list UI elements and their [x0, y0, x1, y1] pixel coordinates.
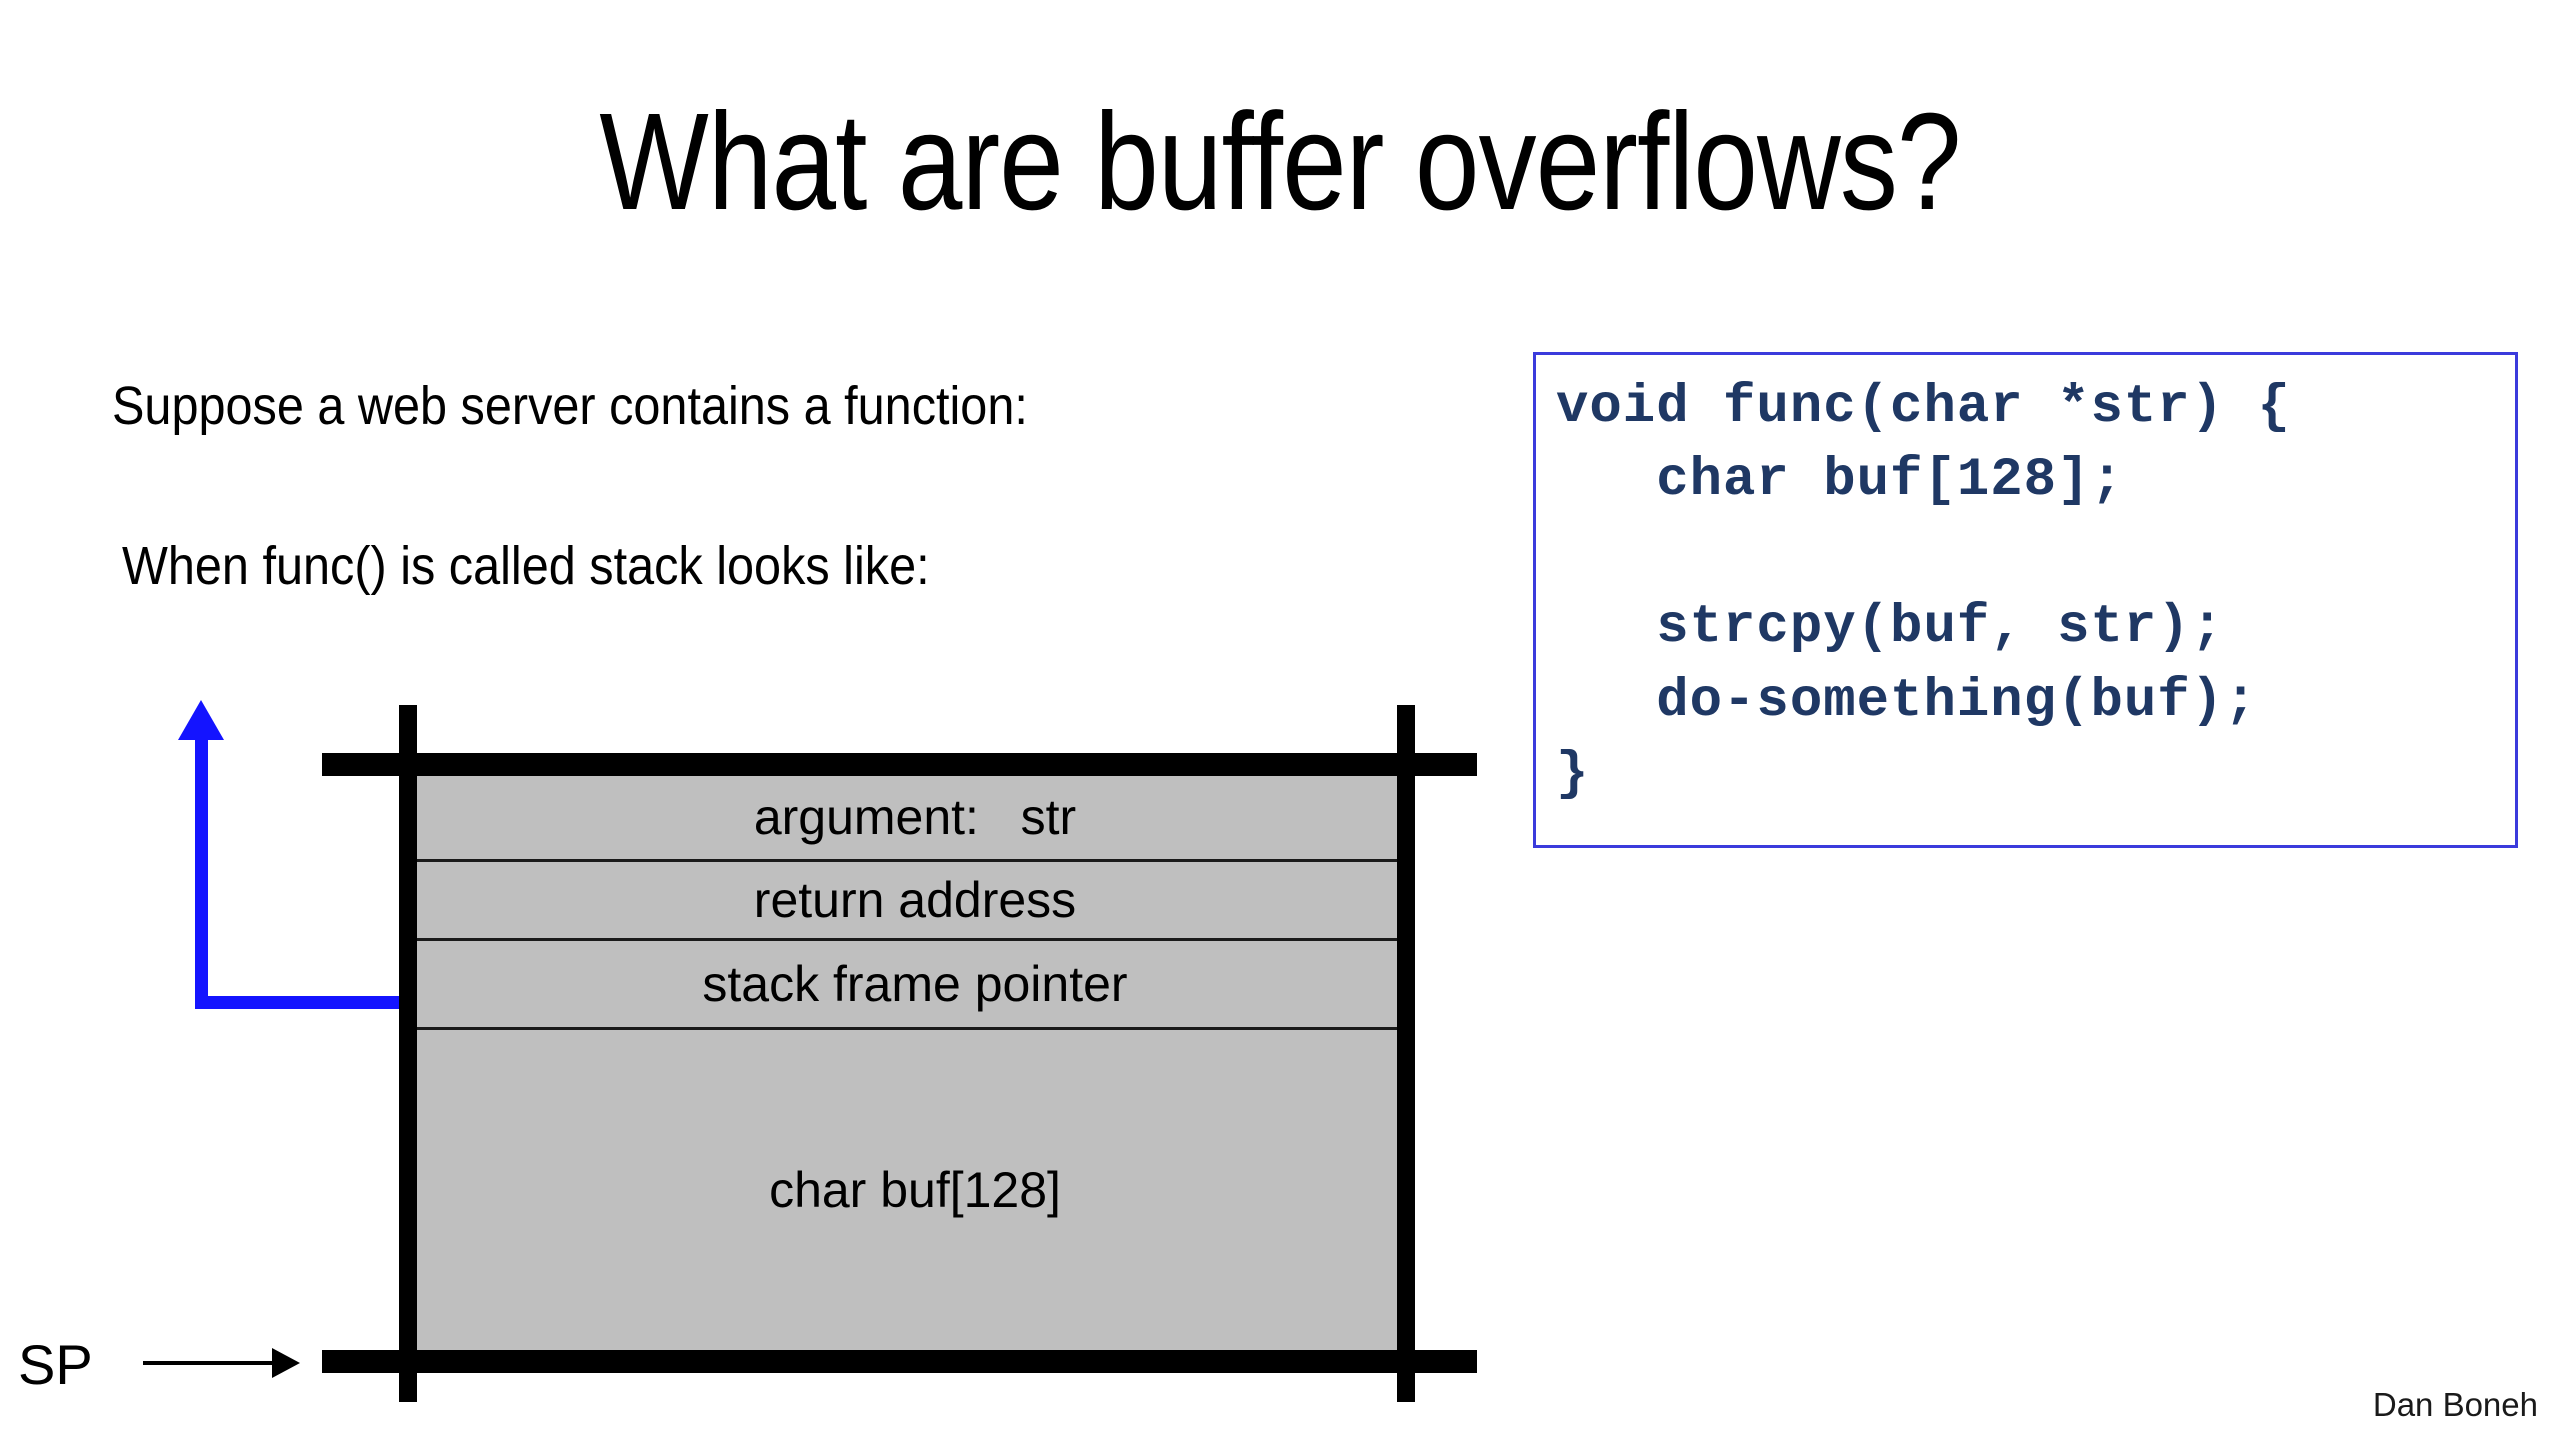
stack-row-argument: argument: str [415, 775, 1415, 862]
stack-growth-arrow-shaft [195, 730, 208, 1008]
stack-left-wall-bar [399, 705, 417, 1402]
stack-right-wall-bar [1397, 705, 1415, 1402]
stack-frame-body: argument: str return address stack frame… [415, 775, 1415, 1350]
stack-row-return-address: return address [415, 862, 1415, 941]
stack-pointer-arrow-head [272, 1348, 300, 1378]
footer-attribution: Dan Boneh [2372, 1386, 2538, 1423]
code-panel: void func(char *str) { char buf[128]; st… [1533, 352, 2518, 848]
page-title: What are buffer overflows? [599, 85, 1961, 239]
code-snippet: void func(char *str) { char buf[128]; st… [1556, 377, 2291, 806]
stack-pointer-label: SP [18, 1333, 93, 1396]
body-text-line-1: Suppose a web server contains a function… [112, 376, 1028, 436]
stack-row-char-buf: char buf[128] [769, 1162, 1061, 1218]
stack-pointer-arrow-shaft [143, 1361, 278, 1365]
stack-row-stack-frame-pointer: stack frame pointer [415, 941, 1415, 1030]
stack-growth-arrow-base [195, 996, 410, 1009]
body-text-line-2: When func() is called stack looks like: [122, 536, 930, 596]
stack-top-boundary-bar [322, 753, 1477, 776]
stack-bottom-boundary-bar [322, 1350, 1477, 1373]
